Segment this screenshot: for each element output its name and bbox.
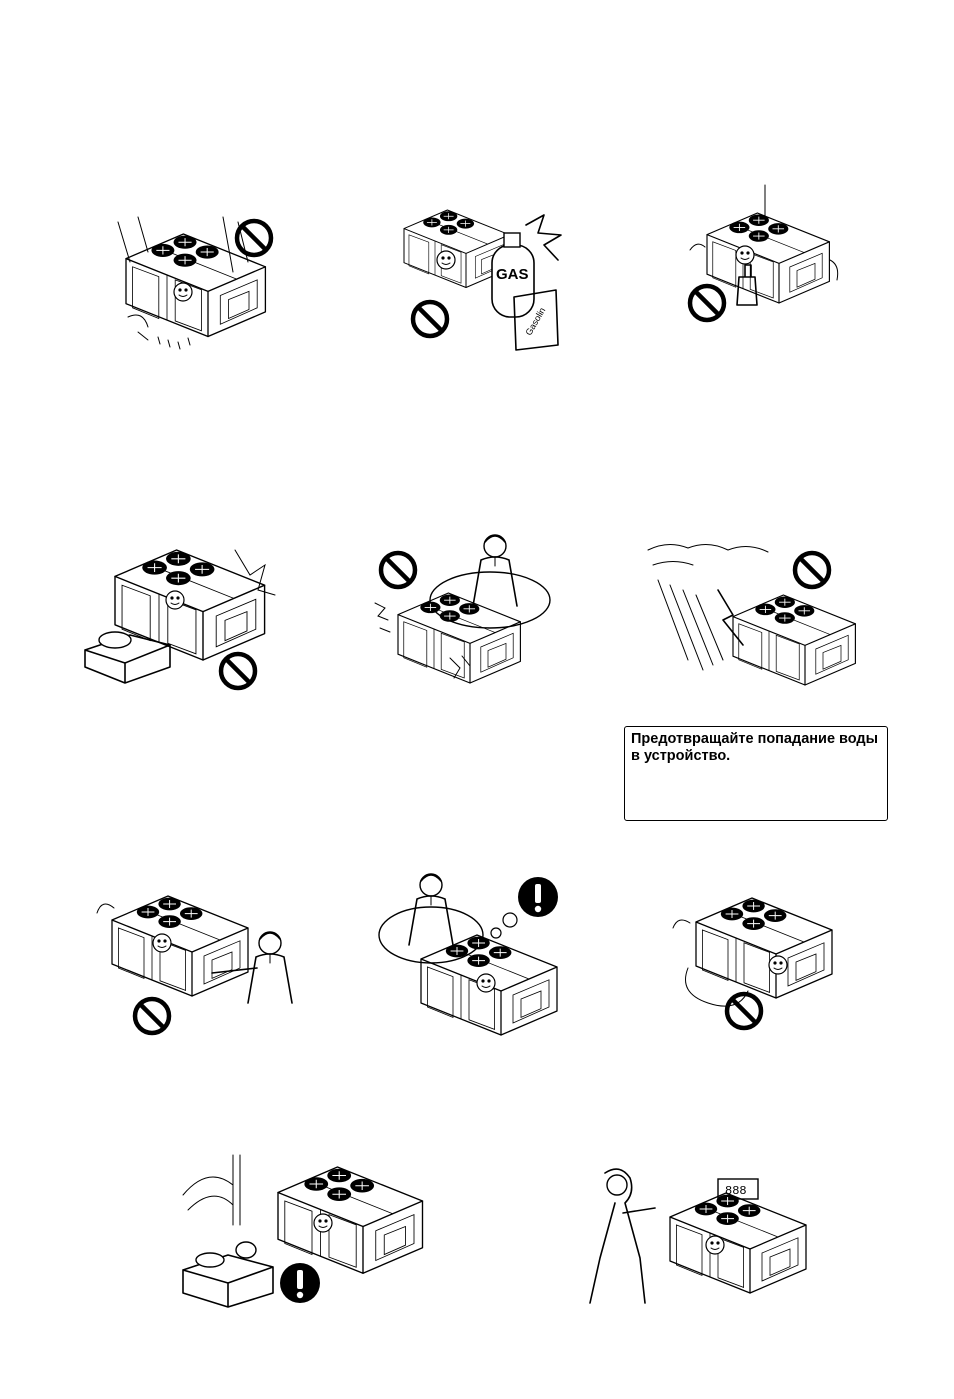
illustration-chemicals bbox=[685, 185, 855, 330]
prohibited-icon bbox=[413, 302, 447, 336]
illustration-storm bbox=[648, 540, 858, 705]
illustration-rain bbox=[108, 212, 283, 357]
svg-text:GAS: GAS bbox=[496, 266, 529, 283]
prohibited-icon bbox=[690, 286, 724, 320]
prohibited-icon bbox=[795, 553, 829, 587]
warning-icon bbox=[518, 877, 558, 917]
caption-text: Предотвращайте попадание воды в устройст… bbox=[631, 731, 881, 765]
illustration-stove-fumes bbox=[178, 1155, 428, 1320]
prohibited-icon bbox=[135, 999, 169, 1033]
prohibited-icon bbox=[381, 553, 415, 587]
illustration-stove bbox=[80, 545, 280, 695]
illustration-cable bbox=[668, 893, 848, 1043]
illustration-abnormal-call bbox=[376, 875, 566, 1045]
illustration-thermostat: 888 bbox=[585, 1163, 815, 1313]
illustration-gas: GAS Gasolin bbox=[396, 205, 571, 355]
prohibited-icon bbox=[221, 654, 255, 688]
illustration-vibration bbox=[370, 528, 550, 698]
caption-box: Предотвращайте попадание воды в устройст… bbox=[624, 726, 888, 821]
illustration-hand-into-unit bbox=[92, 888, 302, 1038]
prohibited-icon bbox=[727, 994, 761, 1028]
warning-icon bbox=[280, 1263, 320, 1303]
